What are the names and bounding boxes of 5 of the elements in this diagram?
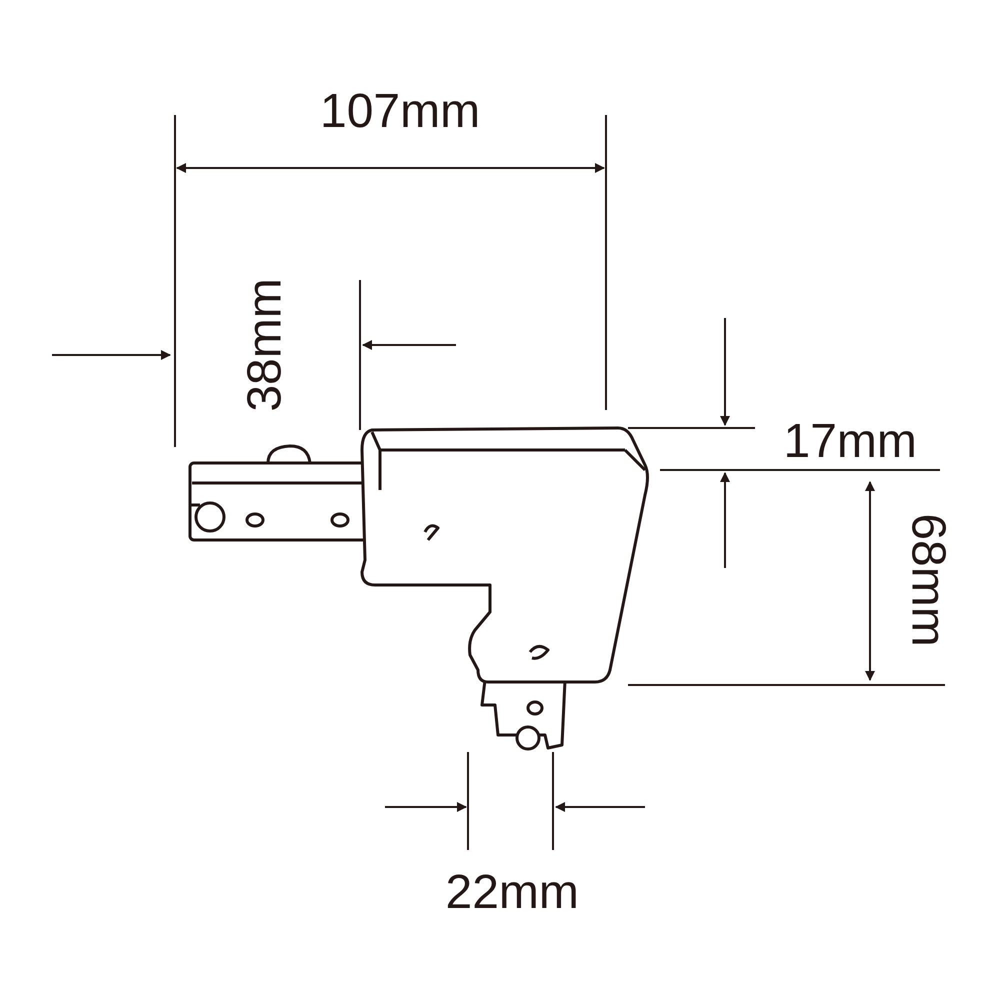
dimension-label: 22mm — [446, 869, 579, 917]
dimension-label: 17mm — [784, 418, 917, 466]
dimension-label: 38mm — [241, 278, 290, 412]
dimension-label: 107mm — [320, 88, 480, 136]
dimension-label: 68mm — [903, 513, 952, 647]
